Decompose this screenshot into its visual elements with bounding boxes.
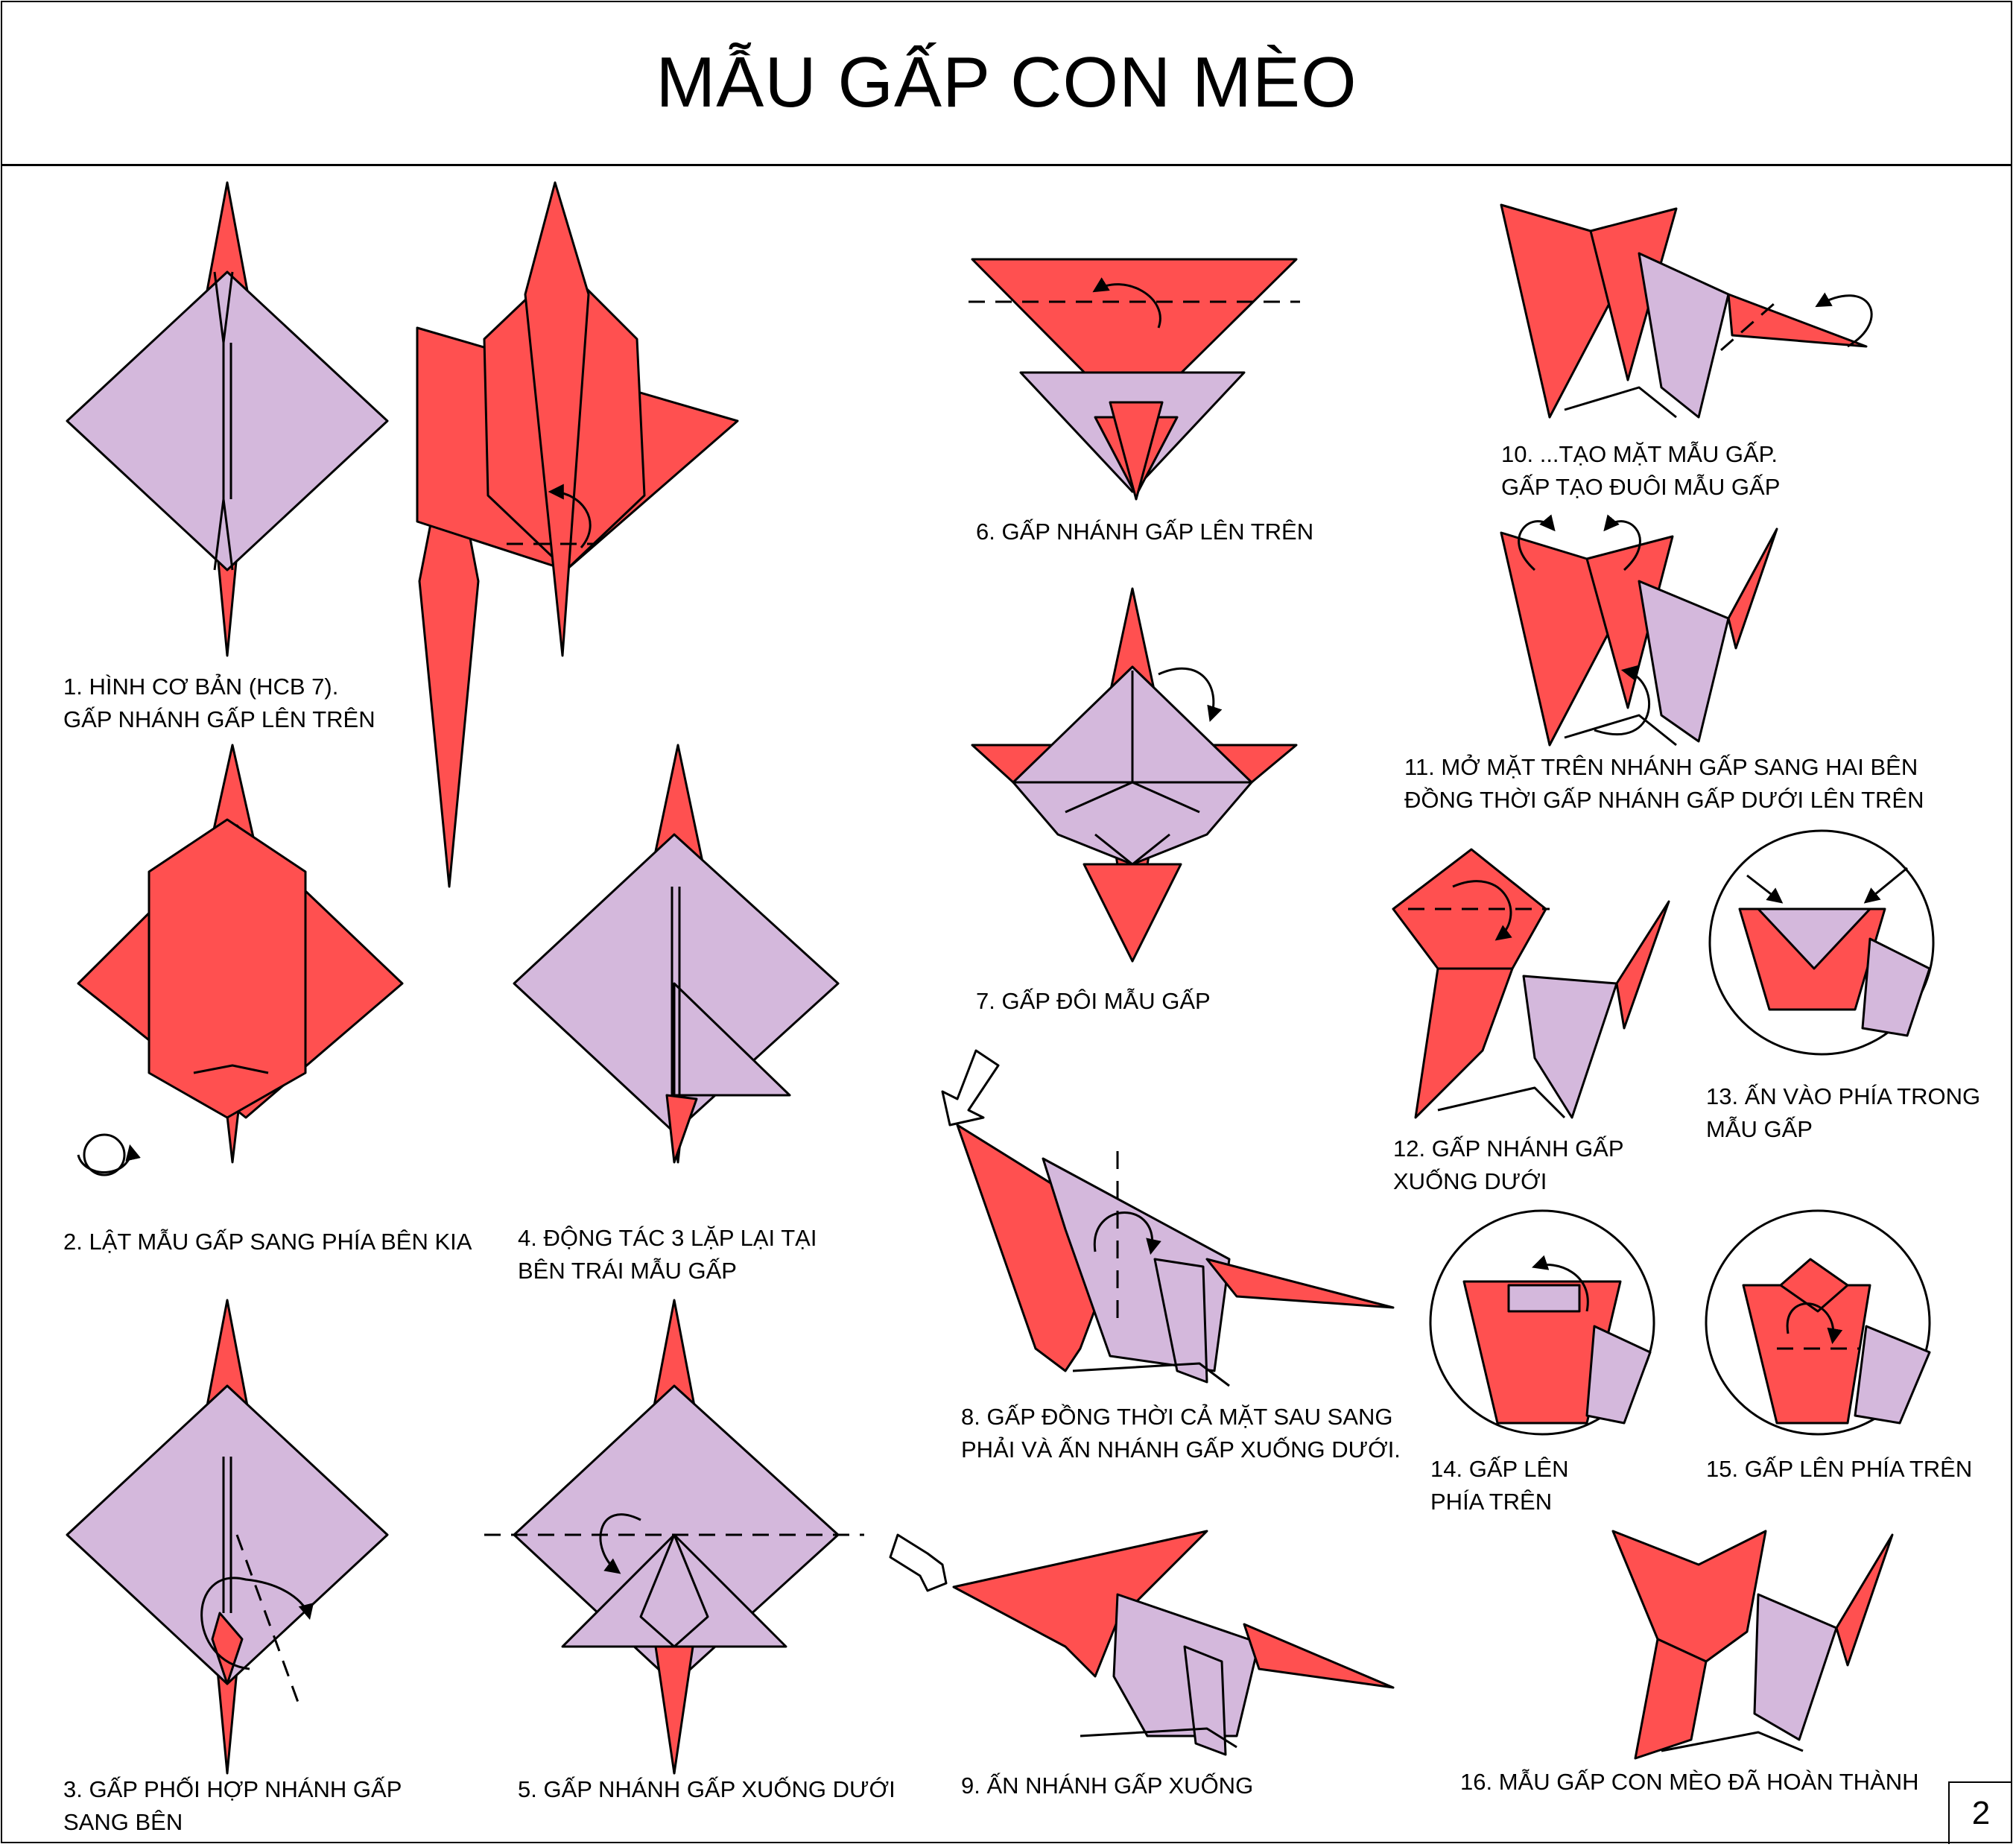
step-14-fold-arrow-icon [1532,1255,1589,1312]
step-8-push-arrow-icon [941,1049,1000,1127]
step-15-caption: 15. GẤP LÊN PHÍA TRÊN [1706,1456,1973,1482]
step-3-fold-arrow-icon [200,1577,314,1670]
step-9-figure [952,1530,1395,1756]
step-7-fold-arrow-icon [1158,667,1223,722]
step-5-caption: 5. GẤP NHÁNH GẤP XUỐNG DƯỚI [518,1776,896,1802]
step-7-figure [971,587,1298,963]
step-6-caption: 6. GẤP NHÁNH GẤP LÊN TRÊN [976,519,1314,545]
page-title: MẪU GẤP CON MÈO [656,42,1357,122]
step-12-figure [1392,848,1670,1119]
step-2-figure [77,744,404,1164]
step-11-figure [1500,528,1778,747]
step-14-figure [1462,1280,1652,1425]
flip-icon [83,1133,126,1176]
step-7-caption: 7. GẤP ĐÔI MẪU GẤP [976,988,1211,1014]
step-10-fold-line [1720,297,1781,352]
step-10-figure [1500,203,1868,419]
step-5-figure [513,1299,840,1775]
step-11-fold-up-arrow-icon [1594,665,1651,736]
step-11-open-right-arrow-icon [1603,514,1641,571]
title-bar: MẪU GẤP CON MÈO [1,1,2012,166]
step-10-caption: 10. ...TẠO MẶT MẪU GẤP.GẤP TẠO ĐUÔI MẪU … [1501,441,1781,500]
step-15-figure [1742,1258,1931,1425]
step-16-caption: 16. MẪU GẤP CON MÈO ĐÃ HOÀN THÀNH [1460,1769,1919,1795]
step-12-fold-arrow-icon [1452,880,1512,941]
step-6-figure [971,258,1298,501]
flip-arrow-icon [77,1144,141,1173]
step-4-figure [416,181,739,888]
step-15-fold-arrow-icon [1786,1302,1843,1345]
page-number: 2 [1948,1781,2012,1844]
step-13-push-left-arrow-icon [1746,874,1784,904]
step-2-caption: 2. LẬT MẪU GẤP SANG PHÍA BÊN KIA [63,1229,472,1255]
step-11-open-left-arrow-icon [1518,514,1556,571]
step-8-figure [956,1124,1395,1387]
step-10-fold-arrow-icon [1815,292,1873,348]
step-3-fold-line [235,1534,301,1707]
step-3-figure [66,1299,389,1775]
step-13-push-right-arrow-icon [1863,867,1908,904]
step-1-caption: 1. HÌNH CƠ BẢN (HCB 7).GẤP NHÁNH GẤP LÊN… [63,674,375,732]
step-5-fold-arrow-icon [599,1513,641,1574]
step-13-figure [1738,907,1931,1037]
step-6-fold-arrow-icon [1092,277,1161,329]
step-8-fold-arrow-icon [1093,1211,1161,1255]
step-1-figure [66,181,389,657]
step-9-push-arrow-icon [889,1533,948,1592]
step-9-caption: 9. ẤN NHÁNH GẤP XUỐNG [961,1772,1254,1799]
step-16-figure [1611,1530,1894,1760]
step-4b-figure [513,744,840,1164]
